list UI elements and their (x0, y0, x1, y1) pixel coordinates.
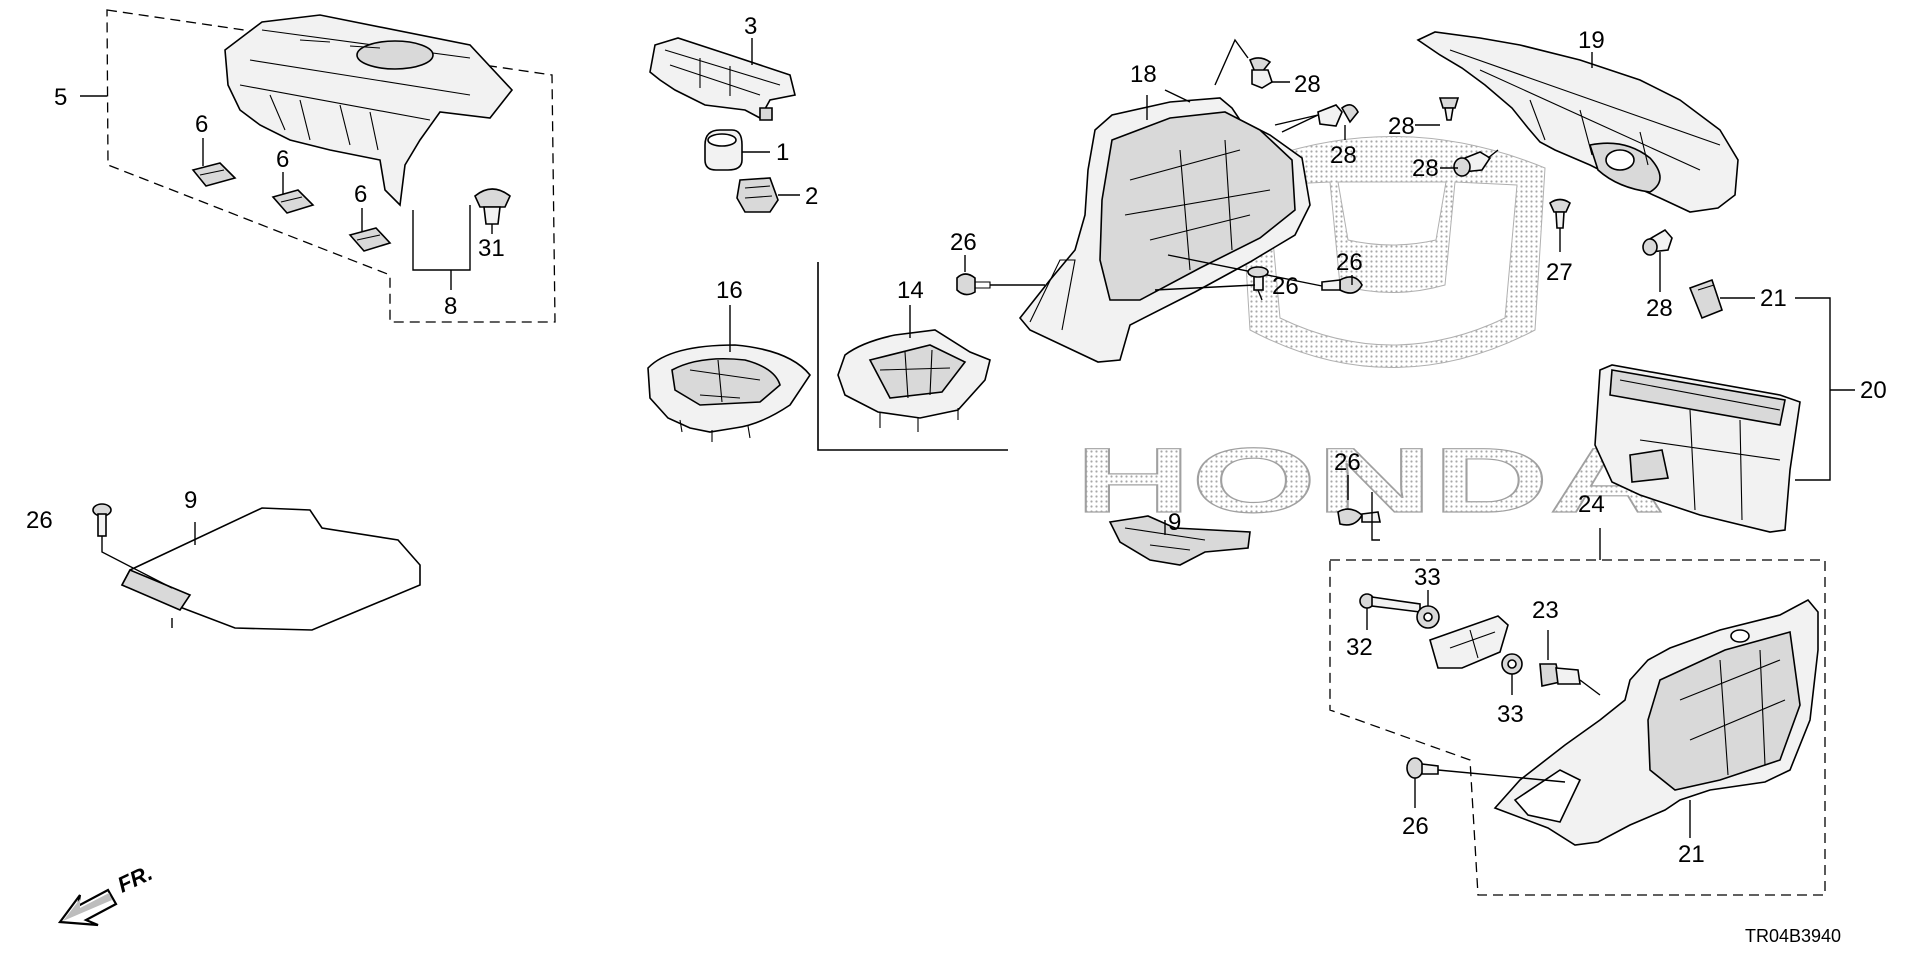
callout-6b: 6 (276, 146, 289, 173)
callout-28b: 28 (1330, 142, 1357, 169)
push-clip-28a (1248, 57, 1273, 89)
callout-26-part4: 26 (1334, 449, 1361, 476)
callout-26-part21: 26 (1402, 813, 1429, 840)
part-3-bracket (649, 37, 796, 121)
push-clip-27 (1549, 198, 1571, 229)
part-16-trunk-side-lining-right (1018, 97, 1311, 363)
rear-tray-panel (224, 14, 514, 207)
callout-23: 24 (1578, 491, 1605, 518)
bolt-24 (1539, 663, 1581, 687)
callout-19: 20 (1860, 377, 1887, 404)
callout-9: 9 (184, 487, 197, 514)
callout-20: 21 (1760, 285, 1787, 312)
push-clip-28e (1642, 228, 1673, 256)
callout-18: 19 (1578, 27, 1605, 54)
push-clip-28d (1453, 151, 1492, 177)
callout-33a: 33 (1414, 564, 1441, 591)
callout-24: 23 (1532, 597, 1559, 624)
screw-26-part9 (92, 503, 112, 537)
push-clip-28b (1317, 104, 1359, 127)
callout-1: 1 (776, 139, 789, 166)
callout-16: 18 (1130, 61, 1157, 88)
clip-6b (271, 189, 315, 214)
part-13-jack-holder (837, 329, 991, 432)
callout-28c: 28 (1388, 113, 1415, 140)
part-18-trunk-side-lining-left (1416, 31, 1739, 213)
washer-33a (1416, 605, 1440, 629)
push-clip-31 (474, 188, 511, 225)
clip-6a (191, 162, 237, 187)
screw-26-part4 (1337, 508, 1381, 526)
part-1-socket (704, 129, 743, 171)
part-2-socket (736, 177, 779, 213)
screw-26-lower (1247, 266, 1269, 291)
push-clip-28c (1438, 97, 1460, 121)
callout-31: 31 (478, 235, 505, 262)
part-4-bracket (1108, 515, 1251, 566)
callout-6c: 6 (354, 181, 367, 208)
callout-2: 2 (805, 183, 818, 210)
callout-21: 21 (1678, 841, 1705, 868)
front-label: FR. (114, 860, 157, 898)
honda-h-emblem (1239, 136, 1546, 368)
part-21-trunk-side-lining (1493, 598, 1819, 846)
callout-27: 27 (1546, 259, 1573, 286)
bolt-32 (1359, 593, 1421, 613)
diagram-code: TR04B3940 (1745, 926, 1841, 946)
callout-26-mid: 26 (1336, 249, 1363, 276)
group-rear-tray (80, 9, 556, 323)
screw-26-mid (1321, 276, 1363, 294)
callout-13: 14 (897, 277, 924, 304)
callout-labels: 5 6 6 6 31 8 3 1 2 16 14 26 18 28 28 26 … (26, 13, 1887, 946)
front-direction-arrow: FR. (57, 860, 157, 927)
bracket-center (1429, 615, 1509, 669)
callout-26-lower: 26 (1272, 273, 1299, 300)
part-20-clip (1688, 278, 1723, 320)
callout-5: 5 (54, 84, 67, 111)
callout-28a: 28 (1294, 71, 1321, 98)
part-14-tray (647, 344, 811, 442)
callout-14: 16 (716, 277, 743, 304)
part-9-floor-mat (120, 507, 421, 631)
callout-28e: 28 (1646, 295, 1673, 322)
callout-28d: 28 (1412, 155, 1439, 182)
washer-33b (1501, 653, 1523, 675)
callout-33b: 33 (1497, 701, 1524, 728)
callout-4: 9 (1168, 509, 1181, 536)
callout-3: 3 (744, 13, 757, 40)
callout-8: 8 (444, 293, 457, 320)
callout-6a: 6 (195, 111, 208, 138)
clip-6c (348, 227, 392, 252)
part-19-rear-panel-lining (1594, 364, 1801, 533)
callout-26-part9: 26 (26, 507, 53, 534)
callout-32: 32 (1346, 634, 1373, 661)
screw-26-part21 (1406, 757, 1439, 779)
screw-26-left (956, 273, 991, 296)
callout-26-left: 26 (950, 229, 977, 256)
